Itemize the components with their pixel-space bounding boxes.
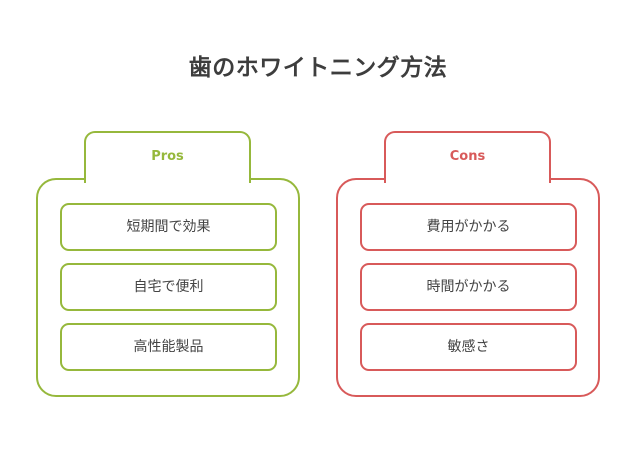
pros-item: 短期間で効果 bbox=[60, 203, 277, 251]
cons-item: 費用がかかる bbox=[360, 203, 577, 251]
cons-item: 敏感さ bbox=[360, 323, 577, 371]
pros-panel: 短期間で効果 自宅で便利 高性能製品 bbox=[36, 178, 300, 397]
pros-tab: Pros bbox=[84, 131, 251, 183]
diagram-title: 歯のホワイトニング方法 bbox=[188, 55, 448, 81]
cons-item: 時間がかかる bbox=[360, 263, 577, 311]
pros-item: 高性能製品 bbox=[60, 323, 277, 371]
cons-tab: Cons bbox=[384, 131, 551, 183]
pros-item: 自宅で便利 bbox=[60, 263, 277, 311]
cons-panel: 費用がかかる 時間がかかる 敏感さ bbox=[336, 178, 600, 397]
